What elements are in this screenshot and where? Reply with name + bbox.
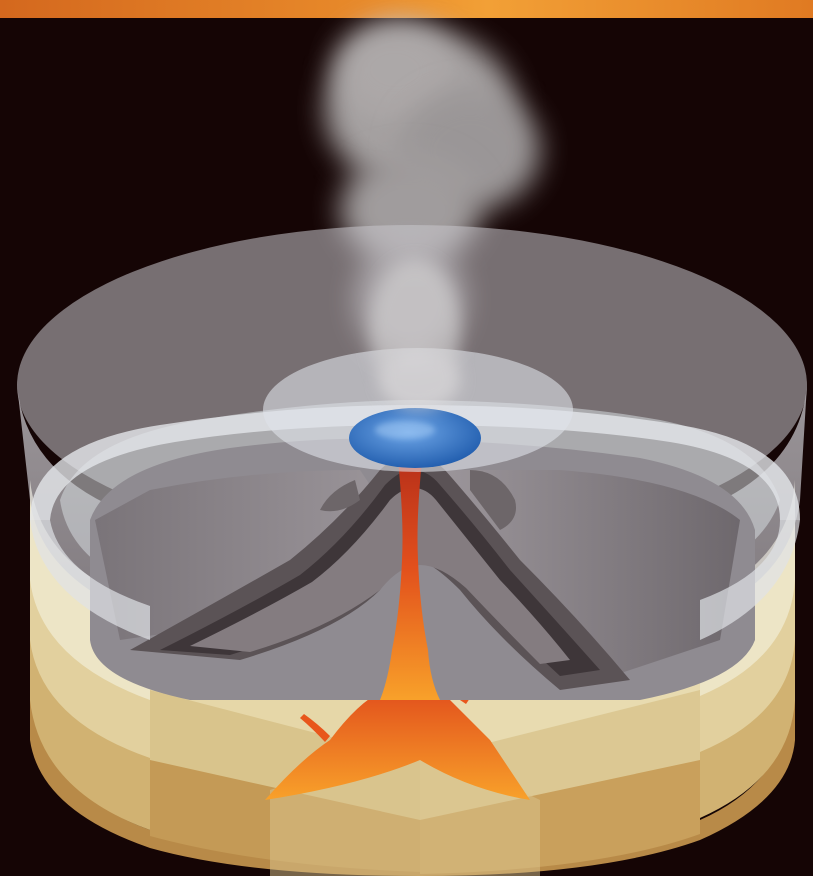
lake-highlight xyxy=(375,421,435,439)
steam-column xyxy=(370,260,460,410)
